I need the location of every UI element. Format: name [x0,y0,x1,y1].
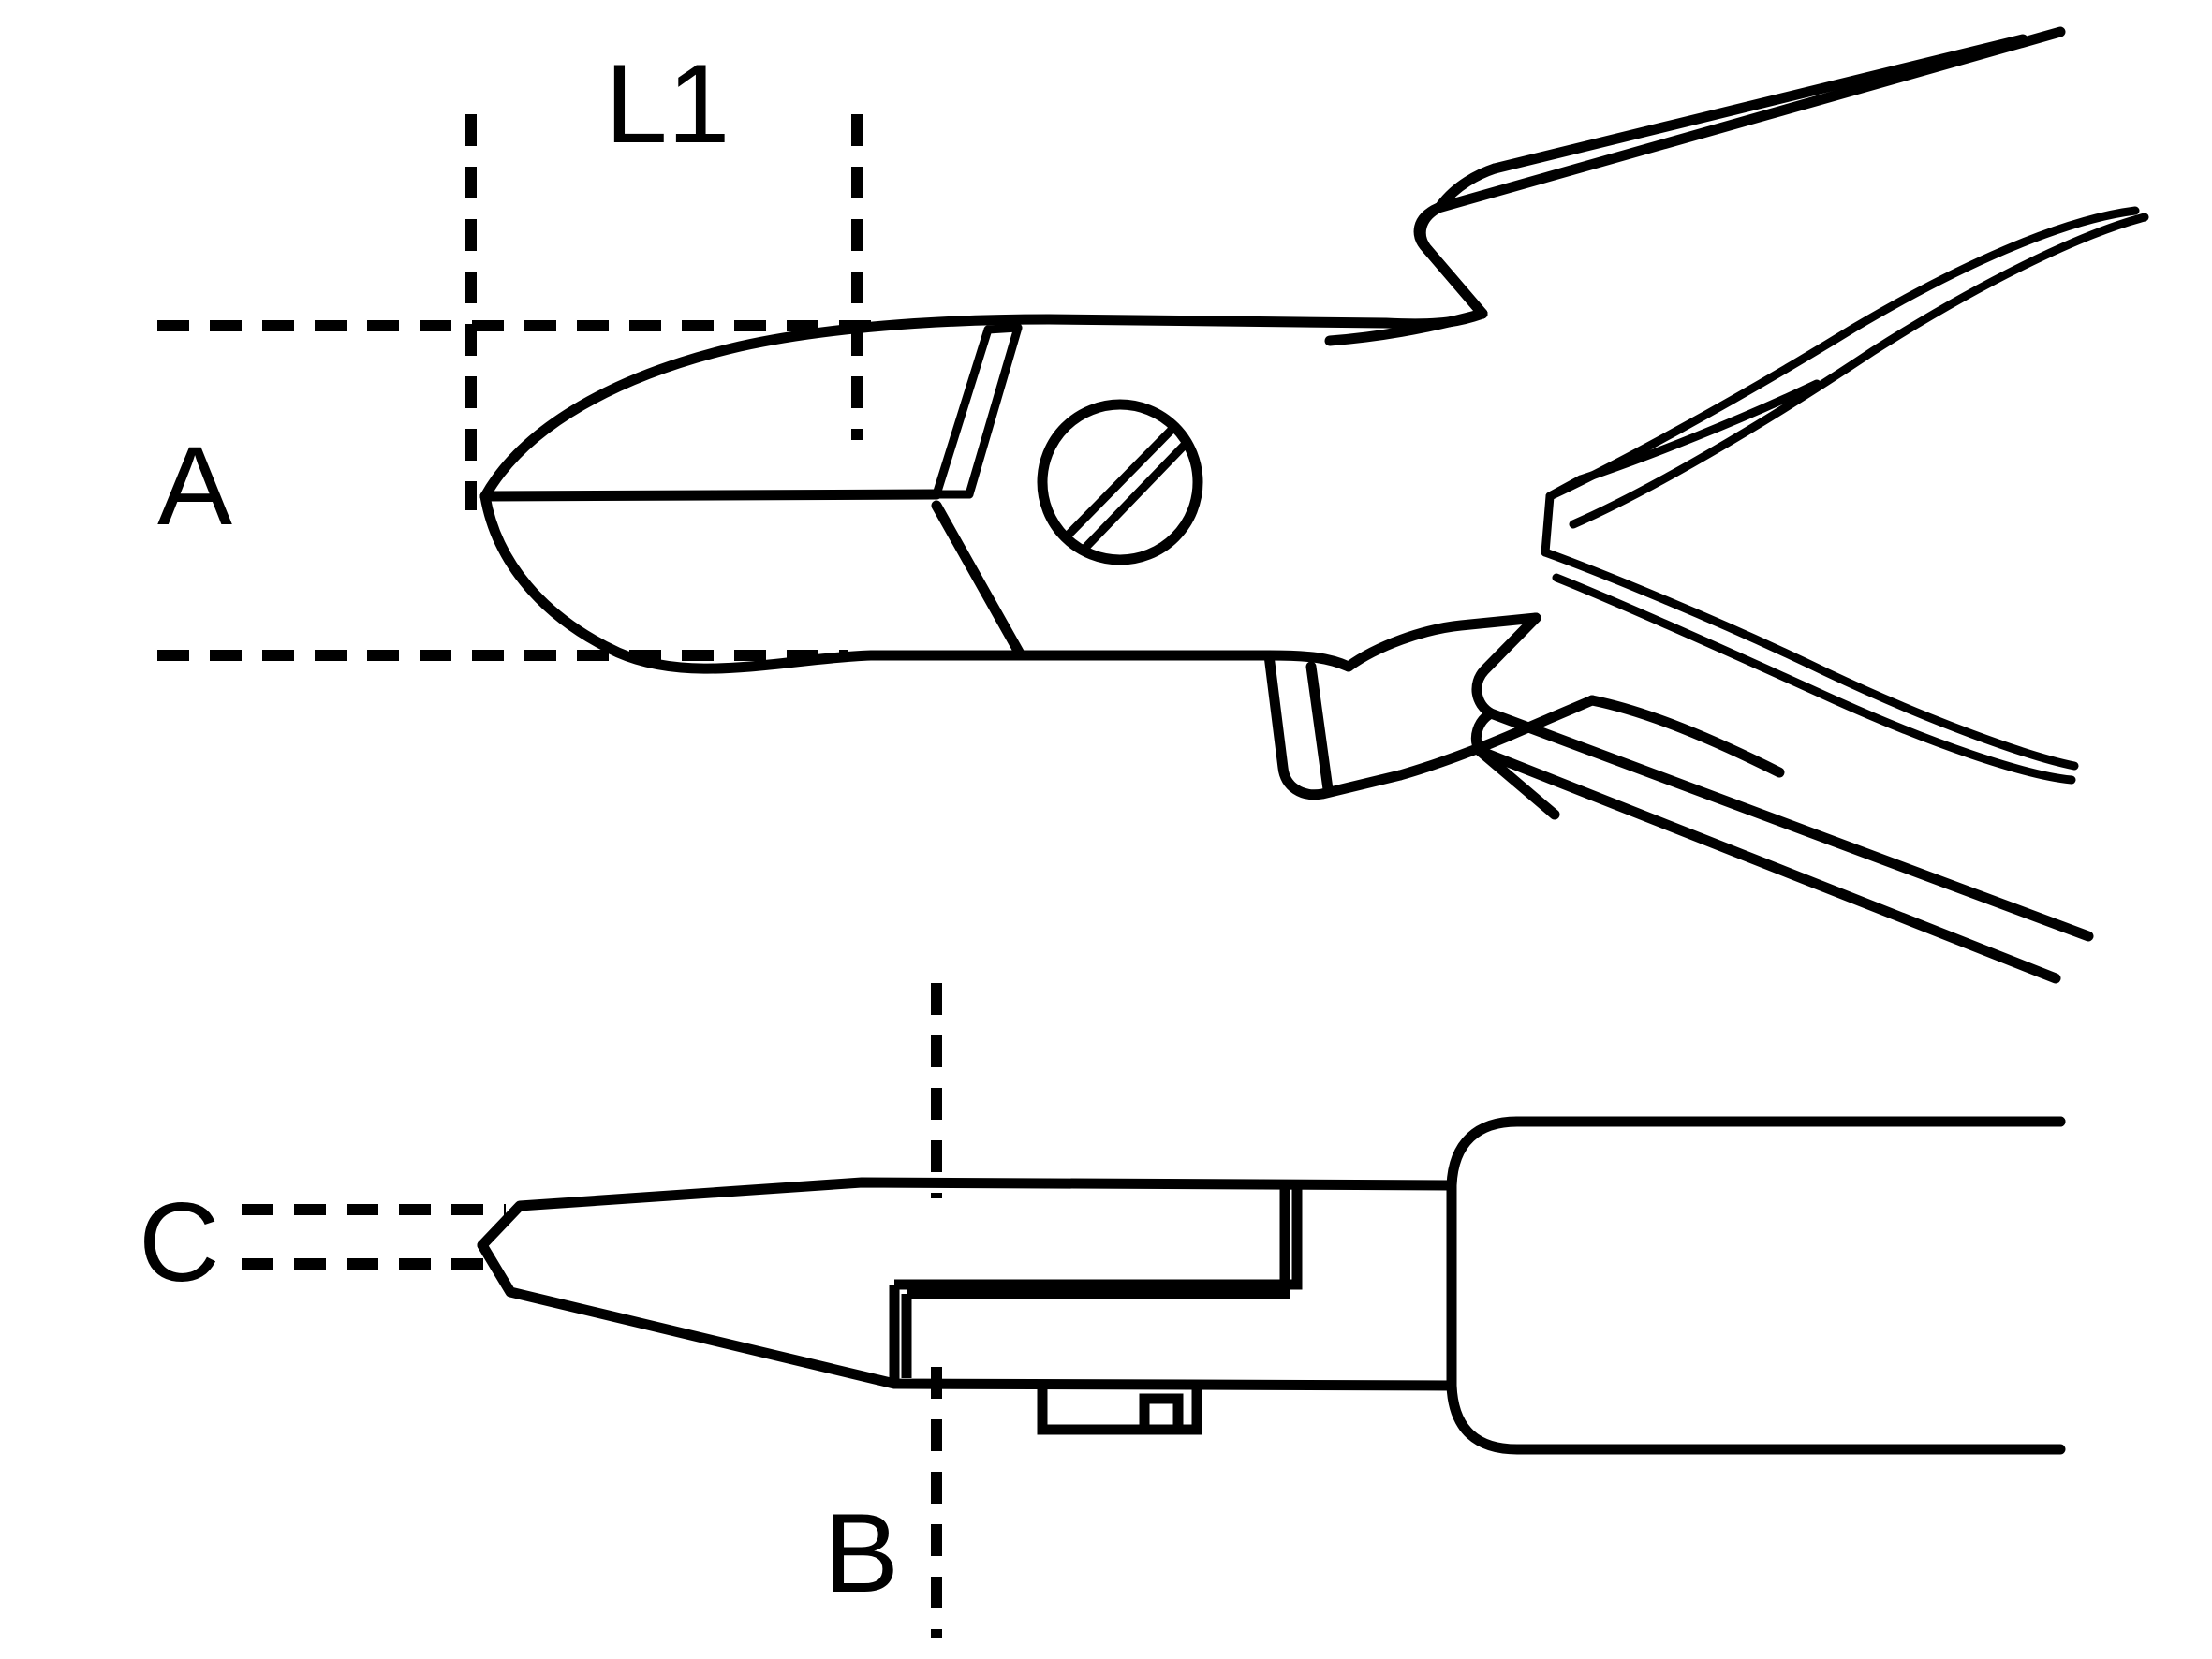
jaw-lower-profile [479,491,1354,674]
upper-arm-shoulder [1324,308,1488,346]
leaf-spring-upper-inner [1569,213,2149,529]
pivot-screw-slot-edge-1 [1062,426,1175,541]
leaf-spring-apex-top [1545,475,1585,501]
handle-block-lower-left-corner [1446,1380,2066,1455]
plan-upper-profile [477,1177,1457,1251]
top-view-group: C B [139,983,2066,1638]
locking-tab-outline [1037,1386,1202,1435]
cutting-bevel-lower [931,500,1026,661]
lower-arm-neck-inner [1305,661,1334,795]
leaf-spring-lower-outer [1552,573,2076,785]
dimension-label-c: C [139,1180,220,1305]
dimension-label-a: A [157,423,232,549]
upper-handle-top-edge [1489,34,2028,174]
side-view-group: L1 A [157,26,2149,984]
pivot-screw-slot-edge-2 [1080,439,1190,553]
plan-inner-shoulder [894,1182,1303,1290]
upper-handle-corner [1413,202,1488,319]
cutting-bevel-outer [965,323,1023,499]
lower-arm-upper-edge [1343,612,1541,672]
leaf-spring-root-upper [1576,379,1821,484]
lower-arm-neck [1263,650,1406,800]
cutting-bevel-inner [932,325,993,499]
cutting-bevel-top [983,323,1023,334]
dimension-label-b: B [824,1490,899,1616]
plan-inner-shoulder-offset [907,1185,1290,1299]
lower-arm-lower-edge [1394,695,1598,781]
leaf-spring-apex-left [1541,492,1555,557]
leaf-spring-lower-inner [1541,548,2079,771]
cutting-edge-line [479,489,942,502]
leaf-spring-upper-outer [1545,206,2140,501]
lower-handle-lower-edge [1474,745,2061,984]
lower-arm-spring-link [1586,695,1785,778]
locking-tab-notch [1139,1393,1184,1430]
plan-lower-profile [477,1240,1457,1391]
pivot-screw-head [1037,399,1203,565]
dimension-label-l1: L1 [605,41,730,167]
